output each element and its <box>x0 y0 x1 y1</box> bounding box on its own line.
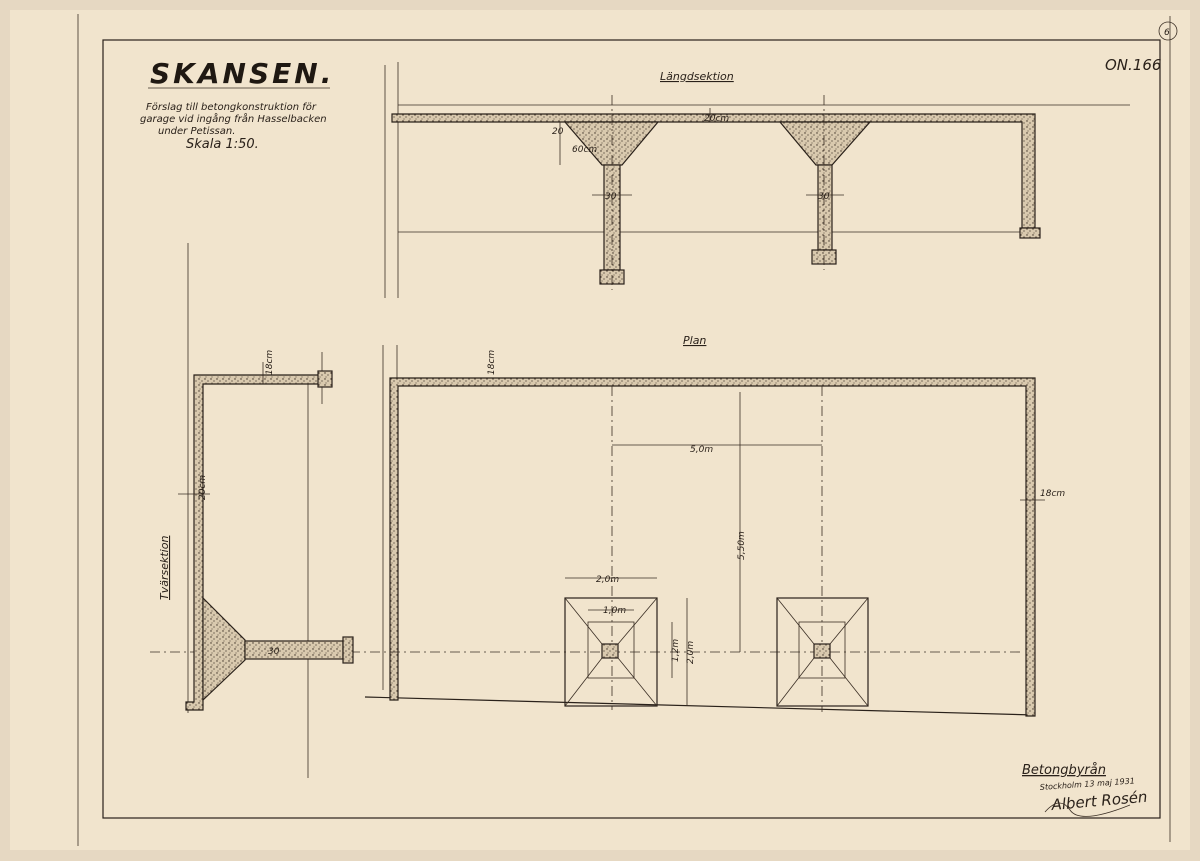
cross-wall-cap <box>317 370 333 388</box>
plan-wall-right-dim: 18cm <box>1040 489 1065 499</box>
cross-section-label: Tvärsektion <box>158 536 171 600</box>
subtitle-line-3: under Petissan. <box>158 126 235 137</box>
footing-plan-2 <box>776 597 869 707</box>
drawing-number: ON.166 <box>1105 56 1161 74</box>
sheet-number: 6 <box>1164 28 1170 38</box>
subtitle-line-2: garage vid ingång från Hasselbacken <box>140 112 327 125</box>
scale-label: Skala 1:50. <box>186 137 259 152</box>
cross-footing <box>342 636 354 664</box>
cross-capital <box>202 596 246 702</box>
capital-depth-dim: 60cm <box>572 145 597 155</box>
wall-footing-long <box>1019 227 1041 239</box>
column-shaft-2 <box>817 164 833 251</box>
footing-mid-dim: 1,2m <box>671 639 681 662</box>
slab-thickness-dim: 20cm <box>704 114 729 124</box>
capital-top-dim: 20 <box>552 127 564 137</box>
footing-inner-dim: 1,0m <box>603 606 626 616</box>
plan-walls <box>389 377 1036 717</box>
footing-plan-1 <box>564 597 658 707</box>
drawing-title: SKANSEN. <box>150 57 334 90</box>
cross-wall-side-dim: 20cm <box>198 475 208 500</box>
long-section-label: Längdsektion <box>660 70 734 83</box>
plan-label: Plan <box>683 334 706 347</box>
plan-bottom-edge <box>364 696 1036 716</box>
span-y-dim: 5,50m <box>737 531 747 560</box>
footing-total-dim: 2,0m <box>686 641 696 664</box>
column-capital-1 <box>563 121 660 166</box>
subtitle-line-1: Förslag till betongkonstruktion för <box>146 102 317 113</box>
footing-outer-dim: 2,0m <box>596 575 619 585</box>
span-x-dim: 5,0m <box>690 445 713 455</box>
cross-column <box>244 640 344 660</box>
cross-column-dim: 30 <box>268 647 280 657</box>
column-width-dim-2: 30 <box>818 192 830 202</box>
sheet-number-circle <box>1158 21 1178 41</box>
drawing-frame <box>102 39 1161 819</box>
signature-flourish <box>1044 802 1131 817</box>
cross-wall-top-dim: 18cm <box>265 350 275 375</box>
plan-wall-dim: 18cm <box>487 350 497 375</box>
office-name: Betongbyrån <box>1022 763 1106 778</box>
column-width-dim-1: 30 <box>605 192 617 202</box>
